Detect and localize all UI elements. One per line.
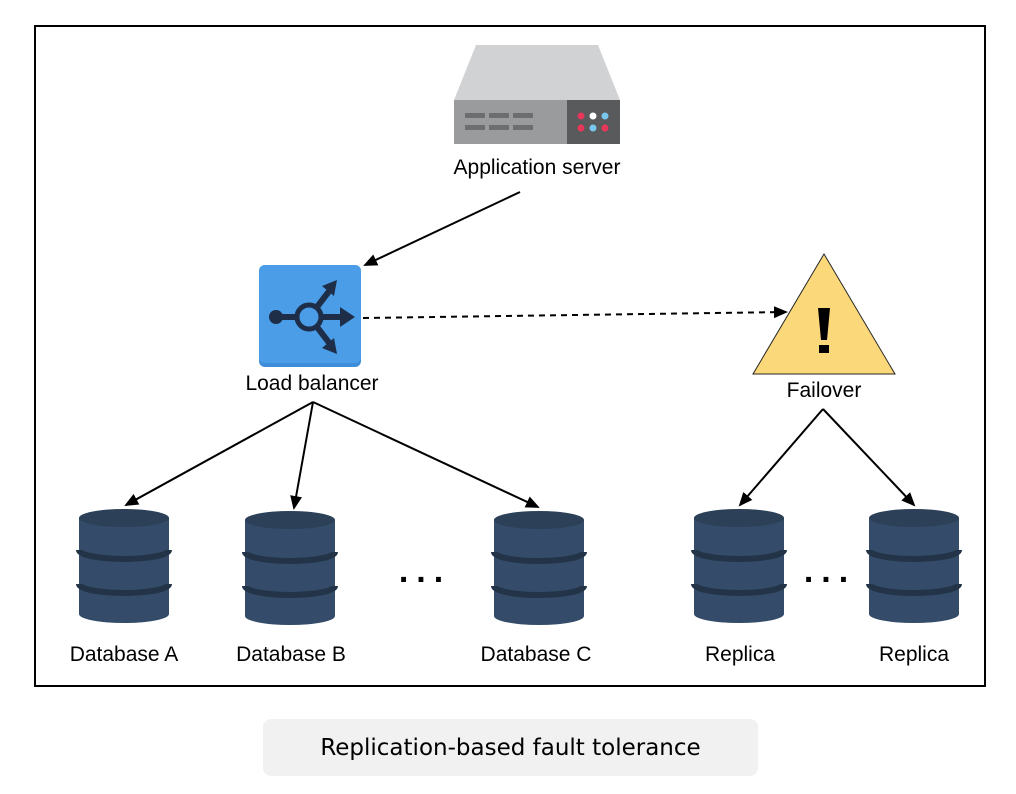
load-balancer-icon (259, 265, 361, 367)
arrow-to-replica-1 (738, 408, 824, 507)
caption-box: Replication-based fault tolerance (263, 719, 758, 776)
diagram-caption: Replication-based fault tolerance (320, 734, 701, 761)
database-a-label: Database A (70, 643, 179, 666)
failover-label: Failover (787, 379, 862, 402)
server-icon (454, 45, 620, 144)
connection-arrows (124, 191, 916, 510)
database-icon (245, 511, 335, 625)
replica-label: Replica (879, 643, 949, 666)
app-server-label: Application server (454, 156, 621, 179)
warning-icon (752, 253, 896, 375)
replica-label: Replica (705, 643, 775, 666)
replicas-ellipsis: ... (804, 552, 856, 590)
databases-ellipsis: ... (399, 552, 451, 590)
arrow-load-balancer-to-failover (362, 306, 788, 319)
arrow-to-replica-2 (822, 408, 916, 507)
arrow-to-database-a (124, 401, 314, 506)
load-balancer-label: Load balancer (245, 372, 378, 395)
database-icon (79, 509, 169, 623)
database-icon (869, 509, 959, 623)
replication-diagram: Application server Load balancer Failove… (34, 25, 986, 687)
database-b-label: Database B (236, 643, 346, 666)
arrow-to-database-b (290, 401, 314, 510)
database-icon (494, 511, 584, 625)
arrow-to-database-c (312, 401, 540, 508)
database-c-label: Database C (481, 643, 592, 666)
database-icon (694, 509, 784, 623)
arrow-server-to-load-balancer (363, 191, 521, 266)
